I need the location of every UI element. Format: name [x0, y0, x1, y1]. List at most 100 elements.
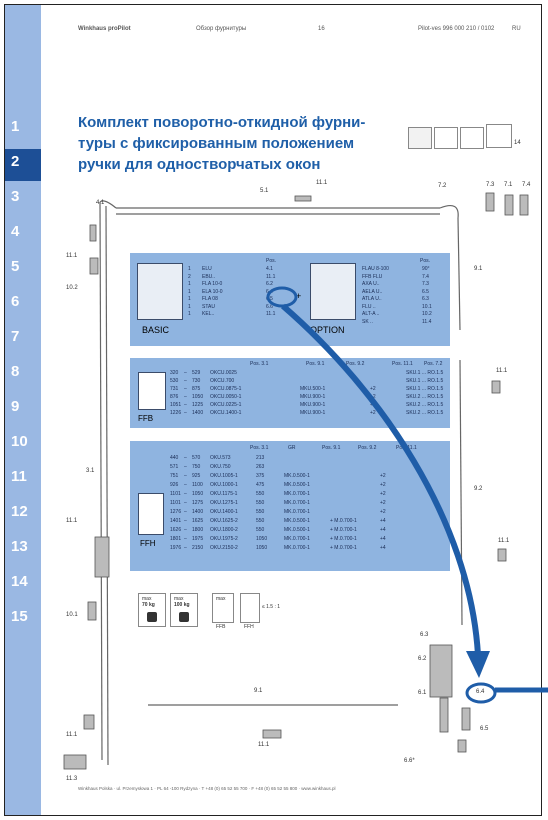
- chapter-tab-11[interactable]: 11: [11, 468, 27, 485]
- table-cell: 530: [170, 378, 179, 384]
- column-header: Pos. 9.2: [346, 361, 365, 367]
- table-cell: 1801: [170, 536, 182, 542]
- chapter-tab-13[interactable]: 13: [11, 538, 28, 555]
- chapter-tab-2[interactable]: 2: [5, 149, 41, 181]
- part-6-1: [439, 697, 449, 733]
- table-cell: MKU.900-1: [300, 394, 326, 400]
- table-cell: 1800: [192, 527, 204, 533]
- part-label-p7-2: 7.2: [438, 183, 447, 189]
- plus-sign: +: [296, 291, 302, 301]
- handle-gear: [94, 536, 110, 578]
- table-cell: 4.1: [266, 266, 273, 272]
- part-11-1-r1: [491, 380, 501, 394]
- chapter-tab-12[interactable]: 12: [11, 503, 28, 520]
- title-line-1: Комплект поворотно-откидной фурни-: [78, 114, 366, 131]
- table-cell: 2: [188, 273, 191, 280]
- chapter-tab-3[interactable]: 3: [11, 188, 20, 205]
- table-cell: 1101: [170, 491, 181, 497]
- table-cell: 320: [170, 370, 179, 376]
- table-cell: –: [184, 378, 187, 384]
- table-cell: 6.6: [266, 303, 273, 310]
- part-label-p7-1: 7.1: [504, 182, 513, 188]
- page-footer: Winkhaus Polska · ul. Przemysłowa 1 · PL…: [78, 786, 336, 791]
- basic-label: BASIC: [142, 325, 170, 335]
- table-cell: 1100: [192, 482, 203, 488]
- table-cell: EBU..: [202, 273, 216, 280]
- size-max: max: [216, 596, 226, 602]
- table-cell: –: [184, 455, 187, 461]
- chapter-tab-9[interactable]: 9: [11, 398, 20, 415]
- chapter-tab-7[interactable]: 7: [11, 328, 20, 345]
- table-cell: 1625: [192, 518, 204, 524]
- table-cell: 1626: [170, 527, 182, 533]
- table-cell: 1226: [170, 410, 182, 416]
- tilt-turn-icon: [434, 127, 458, 149]
- table-cell: –: [184, 518, 187, 524]
- part-label-p4-1: 4.1: [96, 200, 105, 206]
- left-rail: [99, 201, 103, 761]
- part-label-p6-5: 6.5: [480, 726, 489, 732]
- header-lang: RU: [512, 26, 521, 32]
- table-cell: 11.1: [266, 311, 276, 317]
- table-cell: 1050: [192, 491, 204, 497]
- header-brand: Winkhaus proPilot: [78, 26, 131, 32]
- basic-head: Pos.: [266, 258, 277, 264]
- column-header: Pos. 9.1: [306, 361, 325, 367]
- table-cell: OKCU.0025: [210, 370, 237, 376]
- table-cell: +2: [380, 500, 386, 506]
- part-label-p6-2: 6.2: [418, 656, 427, 662]
- table-cell: –: [184, 482, 187, 488]
- part-6-5: [461, 707, 471, 731]
- weight-icon: [147, 612, 157, 622]
- chapter-tab-5[interactable]: 5: [11, 258, 20, 275]
- part-label-p11-1-r2: 11.1: [498, 538, 510, 544]
- part-10-2: [89, 257, 99, 275]
- chapter-tab-15[interactable]: 15: [11, 608, 28, 625]
- chapter-tab-1[interactable]: 1: [11, 118, 20, 135]
- chapter-tab-6[interactable]: 6: [11, 293, 20, 310]
- part-label-p11-3: 11.3: [66, 776, 78, 782]
- table-cell: OKU.1005-1: [210, 473, 238, 479]
- table-cell: 875: [192, 386, 201, 392]
- part-label-p11-1-r1: 11.1: [496, 368, 508, 374]
- ffh-window-image: [138, 493, 164, 535]
- header-code: Pilot-ves 996 000 210 / 0102: [418, 26, 495, 32]
- table-cell: 1401: [170, 518, 182, 524]
- table-cell: –: [184, 370, 187, 376]
- table-cell: –: [184, 545, 187, 551]
- table-cell: 6.5: [422, 288, 429, 295]
- table-cell: 1051: [170, 402, 182, 408]
- table-cell: 6.3: [422, 296, 429, 302]
- part-label-p11-1-b: 11.1: [258, 742, 270, 748]
- weight-70-value: 70 kg: [142, 602, 155, 608]
- table-cell: +2: [380, 482, 386, 488]
- chapter-tab-10[interactable]: 10: [11, 433, 28, 450]
- left-rail-inner: [105, 205, 109, 766]
- table-cell: +2: [380, 491, 386, 497]
- table-cell: +2: [370, 410, 376, 416]
- weight-ffh: FFH: [244, 624, 254, 630]
- table-cell: 11.1: [266, 273, 276, 280]
- part-label-p11-1-top: 11.1: [316, 180, 328, 186]
- column-header: Pos. 7.2: [424, 361, 443, 367]
- table-cell: 730: [192, 378, 201, 384]
- part-label-p9-1: 9.1: [474, 266, 483, 272]
- table-cell: + M.0.700-1: [330, 527, 357, 533]
- column-header: Pos. 11.1: [392, 361, 413, 367]
- table-cell: OKCU.0050-1: [210, 394, 242, 400]
- chapter-sidebar: [5, 5, 41, 815]
- part-label-p11-1-l2: 11.1: [66, 518, 78, 524]
- table-cell: 1975: [192, 536, 204, 542]
- chapter-tab-4[interactable]: 4: [11, 223, 20, 240]
- column-header: Pos. 3.1: [250, 361, 269, 367]
- highlight-ellipse-table: [266, 286, 298, 308]
- part-label-p6-3: 6.3: [420, 632, 429, 638]
- icon-page-label: 14: [514, 140, 521, 146]
- column-header: GR: [288, 445, 296, 451]
- part-6-6: [457, 739, 467, 753]
- table-cell: 571: [170, 464, 179, 470]
- chapter-tab-8[interactable]: 8: [11, 363, 20, 380]
- size-box: max: [212, 593, 234, 623]
- chapter-tab-14[interactable]: 14: [11, 573, 28, 590]
- table-cell: –: [184, 509, 187, 515]
